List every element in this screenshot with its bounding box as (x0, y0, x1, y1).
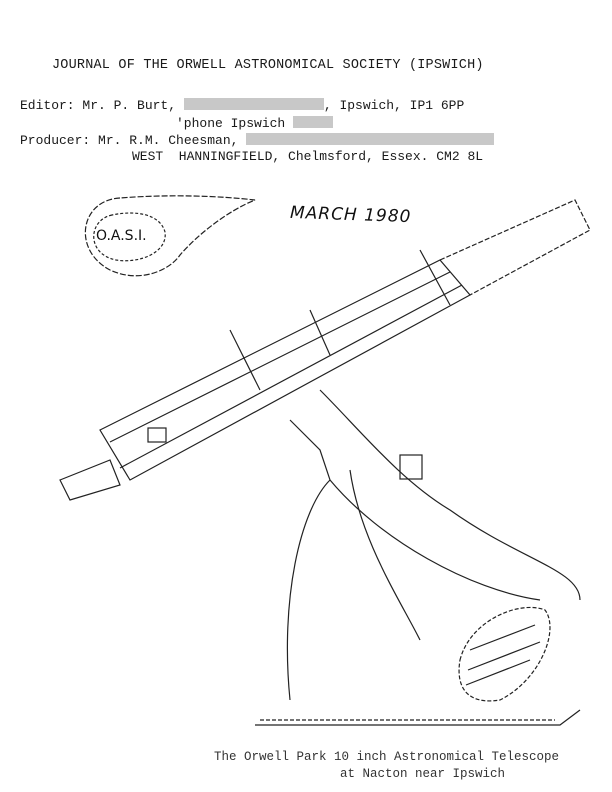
redacted-editor-address (183, 98, 324, 110)
producer-line: Producer: Mr. R.M. Cheesman, (20, 133, 495, 148)
phone-line: 'phone Ipswich (176, 116, 334, 131)
telescope-tube (59, 199, 591, 501)
logo-inner-ring (93, 212, 166, 262)
logo-text: O.A.S.I. (96, 228, 147, 244)
journal-title: JOURNAL OF THE ORWELL ASTRONOMICAL SOCIE… (52, 58, 484, 73)
redacted-producer-address (246, 133, 495, 145)
redacted-phone (293, 116, 334, 128)
telescope-mount (255, 389, 581, 726)
producer-address: WEST HANNINGFIELD, Chelmsford, Essex. CM… (132, 149, 484, 164)
phone-label: 'phone Ipswich (176, 116, 286, 131)
editor-line: Editor: Mr. P. Burt, , Ipswich, IP1 6PP (20, 98, 464, 113)
editor-suffix: , Ipswich, IP1 6PP (323, 98, 465, 113)
producer-label: Producer: Mr. R.M. Cheesman, (20, 133, 239, 148)
telescope-drawing (59, 195, 591, 726)
caption-line-2: at Nacton near Ipswich (340, 767, 506, 781)
base-plaque (458, 606, 551, 702)
issue-date: MARCH 1980 (289, 202, 412, 228)
logo-outline (84, 195, 256, 277)
caption-line-1: The Orwell Park 10 inch Astronomical Tel… (214, 750, 560, 764)
editor-label: Editor: Mr. P. Burt, (20, 98, 177, 113)
